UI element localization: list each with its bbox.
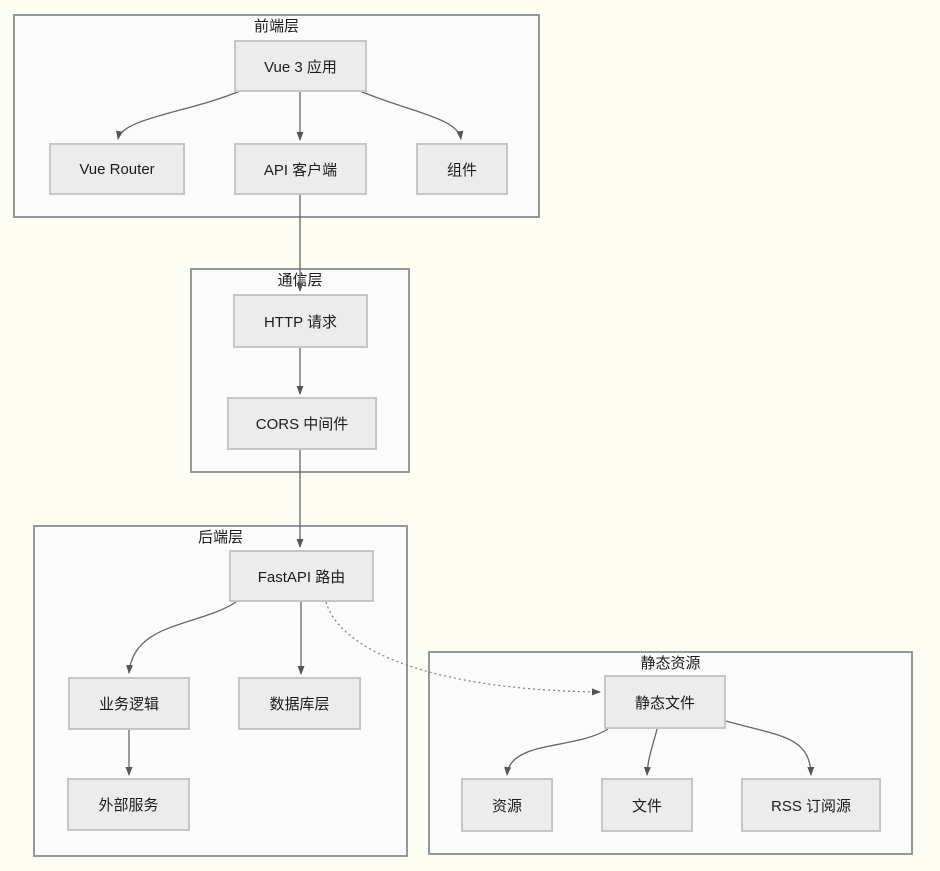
container-static-resources-title: 静态资源 <box>640 655 701 672</box>
container-backend-title: 后端层 <box>197 529 244 546</box>
node-vue3-app: Vue 3 应用 <box>234 40 367 92</box>
node-resources: 资源 <box>461 778 553 832</box>
container-communication-title: 通信层 <box>277 272 323 289</box>
node-files: 文件 <box>601 778 693 832</box>
node-fastapi-router: FastAPI 路由 <box>229 550 374 602</box>
node-vue-router: Vue Router <box>49 143 185 195</box>
node-business-logic: 业务逻辑 <box>68 677 190 730</box>
node-external-services: 外部服务 <box>67 778 190 831</box>
node-rss-feed: RSS 订阅源 <box>741 778 881 832</box>
container-frontend-title: 前端层 <box>253 18 300 35</box>
node-static-files: 静态文件 <box>604 675 726 729</box>
node-database-layer: 数据库层 <box>238 677 361 730</box>
node-components: 组件 <box>416 143 508 195</box>
node-http-request: HTTP 请求 <box>233 294 368 348</box>
node-cors-middleware: CORS 中间件 <box>227 397 377 450</box>
node-api-client: API 客户端 <box>234 143 367 195</box>
